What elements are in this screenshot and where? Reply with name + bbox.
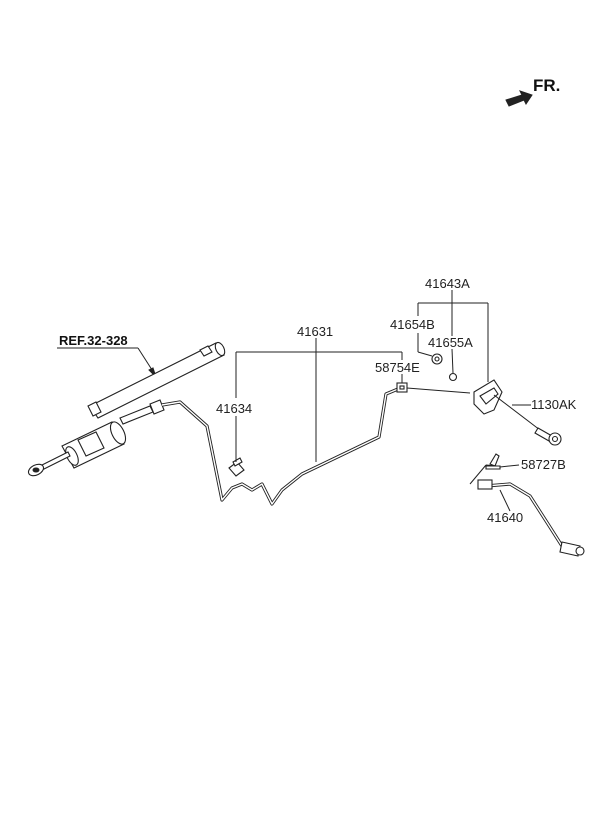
label-58727b[interactable]: 58727B: [521, 457, 566, 472]
label-41655a[interactable]: 41655A: [428, 335, 473, 350]
label-41654b[interactable]: 41654B: [390, 317, 435, 332]
label-1130ak[interactable]: 1130AK: [531, 397, 577, 412]
clutch-hose-41640: [477, 479, 585, 557]
tube-clip-41634: [228, 457, 245, 477]
bolt-1130ak: [534, 427, 562, 446]
label-41631[interactable]: 41631: [297, 324, 333, 339]
label-41634[interactable]: 41634: [216, 401, 252, 416]
bracket-assembly: [431, 353, 541, 431]
front-direction-indicator: FR.: [505, 76, 560, 107]
front-label: FR.: [533, 76, 560, 95]
reference-label[interactable]: REF.32-328: [59, 333, 128, 348]
reference-callout[interactable]: REF.32-328: [57, 333, 157, 378]
label-58754e[interactable]: 58754E: [375, 360, 420, 375]
clutch-tube-41631: [161, 382, 471, 506]
clutch-master-cylinder: [27, 341, 226, 477]
label-41640[interactable]: 41640: [487, 510, 523, 525]
clip-58727b: [485, 453, 501, 470]
label-41643a[interactable]: 41643A: [425, 276, 470, 291]
leader-lines: [235, 290, 531, 512]
part-number-labels: 41643A 41654B 41655A 41631 58754E 41634 …: [216, 276, 577, 525]
front-arrow-icon: [505, 90, 533, 107]
